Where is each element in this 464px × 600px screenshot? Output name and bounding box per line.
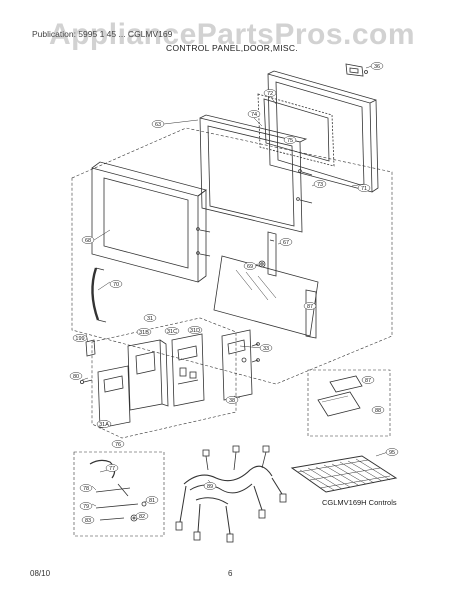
svg-text:79: 79	[83, 504, 89, 510]
filter-kit-box	[307, 369, 391, 437]
part-label-77: 77	[105, 464, 119, 472]
svg-text:78: 78	[83, 486, 89, 492]
svg-text:70: 70	[113, 282, 119, 288]
part-label-74: 74	[247, 110, 261, 118]
part-label-76: 76	[111, 440, 125, 448]
part-label-73: 73	[313, 180, 327, 188]
svg-text:72: 72	[267, 91, 273, 97]
part-label-88: 88	[371, 406, 385, 414]
svg-text:71: 71	[361, 186, 367, 192]
part-label-31: 31	[143, 314, 157, 322]
control-circuit-board	[171, 333, 205, 407]
part-label-87-filter: 87	[361, 376, 375, 384]
svg-text:68: 68	[85, 238, 91, 244]
wire-harness	[175, 445, 287, 543]
control-label-tag	[85, 339, 96, 357]
svg-text:199: 199	[75, 336, 84, 342]
part-label-81: 81	[145, 496, 159, 504]
control-keypad	[97, 365, 131, 429]
part-label-82: 82	[135, 512, 149, 520]
part-label-75: 75	[283, 136, 297, 144]
svg-text:63: 63	[155, 122, 161, 128]
control-panel-outline	[91, 317, 237, 439]
part-label-80: 80	[69, 372, 83, 380]
publication-header: Publication: 5995 1 45 ... CGLMV169	[32, 29, 173, 39]
footer-page-number: 6	[228, 569, 233, 578]
control-screw	[80, 379, 93, 384]
svg-text:76: 76	[115, 442, 121, 448]
charcoal-filter	[317, 375, 363, 417]
svg-text:31D: 31D	[190, 328, 200, 334]
part-label-67: 67	[279, 238, 293, 246]
control-panel-frame	[127, 339, 169, 411]
part-label-87-upper: 87	[303, 302, 317, 310]
part-label-83: 83	[81, 516, 95, 524]
hardware-items	[89, 459, 147, 522]
svg-text:87: 87	[307, 304, 313, 310]
part-label-70: 70	[109, 280, 123, 288]
svg-text:31: 31	[147, 316, 153, 322]
diagram-caption: CGLMV169H Controls	[322, 498, 397, 507]
svg-text:31A: 31A	[99, 422, 109, 428]
svg-text:95: 95	[389, 450, 395, 456]
inner-door-panel	[199, 114, 308, 233]
door-latch	[258, 231, 277, 277]
relay-board	[221, 329, 253, 401]
part-label-36: 36	[370, 62, 384, 70]
door-glass	[257, 93, 335, 167]
svg-text:74: 74	[251, 112, 257, 118]
door-front-panel	[91, 161, 207, 283]
svg-text:82: 82	[139, 514, 145, 520]
relay-screws	[251, 342, 260, 363]
svg-text:89: 89	[207, 484, 213, 490]
part-label-31d: 31D	[187, 326, 203, 334]
door-handle	[91, 267, 107, 323]
svg-text:36: 36	[374, 64, 380, 70]
svg-text:75: 75	[287, 138, 293, 144]
footer-date: 08/10	[30, 569, 51, 578]
part-label-72: 72	[263, 89, 277, 97]
hardware-kit-box	[73, 451, 165, 537]
part-label-31b: 31B	[136, 328, 152, 336]
part-label-78: 78	[79, 484, 93, 492]
door-assembly-outline	[71, 127, 393, 385]
door-side-strip	[305, 289, 317, 339]
part-label-63: 63	[151, 120, 165, 128]
part-label-68: 68	[81, 236, 95, 244]
page-title: CONTROL PANEL,DOOR,MISC.	[166, 43, 298, 53]
part-label-69: 69	[243, 262, 257, 270]
door-frame-outer	[267, 70, 379, 193]
svg-text:88: 88	[375, 408, 381, 414]
svg-text:87: 87	[365, 378, 371, 384]
svg-text:77: 77	[109, 466, 115, 472]
svg-text:80: 80	[73, 374, 79, 380]
oven-rack	[290, 455, 398, 493]
svg-text:38: 38	[229, 398, 235, 404]
svg-text:31C: 31C	[167, 329, 177, 335]
part-label-89: 89	[203, 482, 217, 490]
svg-text:83: 83	[85, 518, 91, 524]
svg-text:81: 81	[149, 498, 155, 504]
part-label-95: 95	[385, 448, 399, 456]
svg-text:73: 73	[317, 182, 323, 188]
door-screws	[196, 169, 313, 257]
part-label-31c: 31C	[164, 327, 180, 335]
part-label-71: 71	[357, 184, 371, 192]
svg-text:31B: 31B	[139, 330, 149, 336]
part-label-199: 199	[72, 334, 88, 342]
part-label-79: 79	[79, 502, 93, 510]
svg-text:33: 33	[263, 346, 269, 352]
part-label-31a: 31A	[96, 420, 112, 428]
hinge-bracket-top	[345, 63, 368, 77]
part-label-33: 33	[259, 344, 273, 352]
watermark-logo: AppliancePartsPros.com	[48, 18, 416, 51]
svg-text:67: 67	[283, 240, 289, 246]
svg-text:69: 69	[247, 264, 253, 270]
part-label-38: 38	[225, 396, 239, 404]
part-labels: 36 72 74 63 73 75	[69, 62, 399, 524]
door-window-glass	[213, 255, 319, 337]
leader-lines	[81, 65, 389, 507]
